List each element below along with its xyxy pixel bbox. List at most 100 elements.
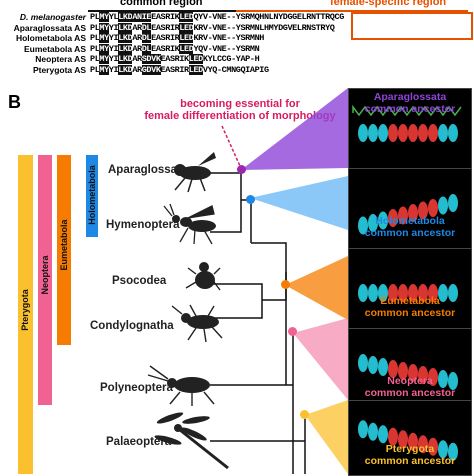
- sequence-segment: PL: [90, 22, 100, 33]
- sequence-segment: EASRIK: [151, 12, 180, 22]
- helix-structure: [358, 354, 458, 390]
- bar-pterygota: [18, 155, 33, 474]
- taxon-aparaglossata: Aparaglossata: [108, 164, 188, 176]
- sequence-segment: YI: [108, 22, 119, 33]
- bug-icon: [171, 304, 223, 343]
- sequence-segment: AR: [132, 54, 142, 64]
- sequence-segment: PL: [90, 54, 100, 64]
- branch-ptery: [292, 330, 306, 474]
- taxon-hymenoptera: Hymenoptera: [106, 219, 180, 231]
- taxon-palaeoptera: Palaeoptera: [106, 436, 172, 448]
- taxon-psocodea: Psocodea: [112, 275, 167, 287]
- sequence-segment: QYV-VNE--YSRMQHNLNYDGGELRNTTRQCG: [193, 12, 344, 22]
- ancestor-subtitle: common ancestor: [364, 307, 456, 319]
- sequence-row: PLMYYLLKDANIEEASRIKLEDQYV-VNE--YSRMQHNLN…: [90, 12, 344, 22]
- sequence-segment: SDVK: [141, 54, 161, 64]
- helix-structure: [358, 420, 458, 461]
- sequence-segment: LKD: [118, 54, 133, 64]
- sequence-segment: EASRIK: [160, 54, 190, 64]
- fan-eumetabola: [285, 256, 348, 320]
- sequence-segment: EASRIR: [151, 22, 180, 33]
- sequence-segment: LED: [179, 43, 194, 54]
- sequence-row: PLMYYILKDARDLEASRIRLEDKRV-VNE--YSRMNLHMY…: [90, 22, 335, 33]
- callout-text: becoming essential for female differenti…: [144, 98, 336, 122]
- sequence-segment: YI: [108, 43, 119, 54]
- node-eumetabola: [281, 280, 290, 289]
- species-label: Pterygota AS: [32, 64, 86, 75]
- helix-structure: [358, 194, 458, 235]
- sequence-segment: EASRIR: [160, 64, 190, 75]
- ancestor-name: Holometabola: [375, 215, 445, 227]
- cockroach-icon: [147, 365, 215, 406]
- sequence-segment: AR: [132, 33, 142, 43]
- sequence-segment: LED: [179, 22, 194, 33]
- sequence-segment: LKD: [118, 22, 133, 33]
- sequence-segment: AR: [132, 43, 142, 54]
- sequence-segment: GDVK: [141, 64, 161, 75]
- sequence-segment: LKD: [118, 43, 133, 54]
- panel-b-label: B: [8, 92, 21, 112]
- ancestor-name: Pterygota: [385, 443, 435, 455]
- ancestor-name: Neoptera: [387, 375, 433, 387]
- branch-apara: [210, 172, 242, 210]
- sequence-segment: MY: [99, 43, 109, 54]
- sequence-segment: YI: [108, 64, 119, 75]
- sequence-segment: ANIE: [132, 12, 152, 22]
- branch-hymen: [210, 210, 242, 233]
- callout-line: [221, 125, 241, 167]
- node-pterygota: [300, 410, 309, 419]
- sequence-segment: EASRIR: [151, 33, 180, 43]
- helix-structure: [352, 104, 462, 142]
- sequence-segment: LKD: [118, 33, 133, 43]
- sequence-segment: YQV-VNE--YSRMN: [193, 43, 260, 54]
- bar-neoptera: [38, 155, 52, 405]
- sequence-segment: LKD: [118, 12, 133, 22]
- sequence-segment: LED: [179, 33, 194, 43]
- sequence-segment: MY: [99, 64, 109, 75]
- branch-eumet: [251, 242, 287, 301]
- ancestor-subtitle: common ancestor: [364, 103, 456, 115]
- sequence-row: PLMYYILKDARDLEASRIKLEDYQV-VNE--YSRMN: [90, 43, 260, 54]
- female-region-label: female-specific region: [330, 0, 447, 8]
- female-region-box: [351, 12, 473, 40]
- sequence-segment: MY: [99, 22, 109, 33]
- sequence-row: PLMYYILKDARSDVKEASRIKLEDKYLCCG-YAP-H: [90, 54, 260, 64]
- sequence-segment: PL: [90, 12, 100, 22]
- sequence-row: PLMYYILKDARGDVKEASRIRLEDVYQ-CMNGQIAPIG: [90, 64, 269, 75]
- ancestor-subtitle: common ancestor: [364, 387, 456, 399]
- sequence-segment: DL: [141, 43, 152, 54]
- fan-holometabola: [250, 176, 348, 230]
- common-region-bracket: [88, 10, 236, 12]
- node-neoptera: [288, 327, 297, 336]
- taxon-condylognatha: Condylognatha: [90, 320, 174, 332]
- sequence-segment: LED: [188, 64, 203, 75]
- bar-eumetabola: [57, 155, 71, 345]
- sequence-segment: YL: [108, 12, 119, 22]
- sequence-segment: MY: [99, 54, 109, 64]
- ancestor-subtitle: common ancestor: [364, 455, 456, 467]
- sequence-segment: EASRIK: [151, 43, 180, 54]
- sequence-segment: LED: [179, 12, 194, 22]
- sequence-segment: LKD: [118, 64, 133, 75]
- sequence-segment: AR: [132, 64, 142, 75]
- node-aparaglossata: [237, 165, 246, 174]
- species-label: Aparaglossata AS: [13, 22, 86, 33]
- sequence-segment: PL: [90, 33, 100, 43]
- fan-pterygota: [305, 400, 348, 474]
- species-label: D. melanogaster: [19, 12, 86, 22]
- species-label: Eumetabola AS: [23, 43, 86, 54]
- sequence-segment: YI: [108, 54, 119, 64]
- branch-holo: [241, 199, 252, 243]
- species-label: Holometabola AS: [15, 33, 86, 43]
- branch-condy: [210, 300, 263, 319]
- common-region-label: common region: [120, 0, 203, 8]
